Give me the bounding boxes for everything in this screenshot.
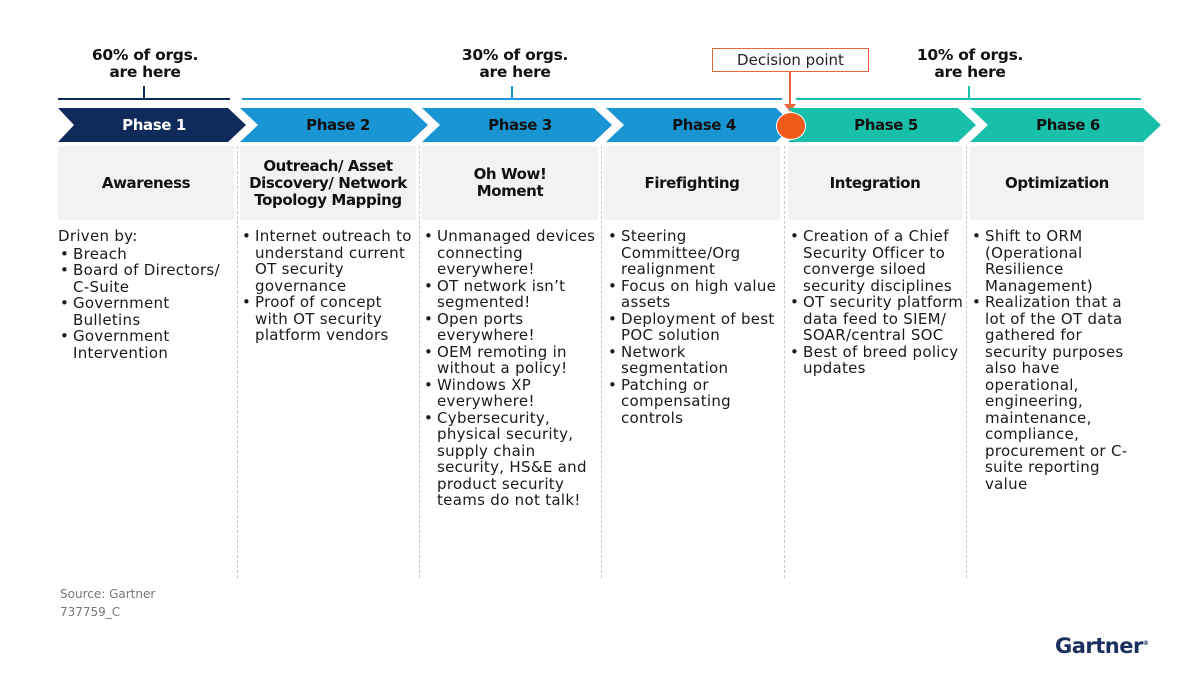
- phase-body-4: Steering Committee/Org realignmentFocus …: [606, 228, 784, 426]
- chevron-phase6: [970, 108, 1161, 142]
- bullet-item: Patching or compensating controls: [606, 376, 784, 427]
- bullet-list: Shift to ORM (Operational Resilience Man…: [970, 228, 1146, 492]
- bullet-item: Open ports everywhere!: [422, 310, 600, 344]
- chevron-phase4: [606, 108, 794, 142]
- phase-title-4: Firefighting: [604, 146, 780, 220]
- phase-label-4: Phase 4: [672, 116, 736, 134]
- bullet-item: Deployment of best POC solution: [606, 310, 784, 344]
- bullet-list: BreachBoard of Directors/ C-SuiteGovernm…: [58, 245, 236, 362]
- source-note: Source: Gartner 737759_C: [60, 585, 155, 621]
- bullet-item: Creation of a Chief Security Officer to …: [788, 228, 964, 294]
- column-divider: [419, 146, 420, 578]
- bullet-item: Board of Directors/ C-Suite: [58, 262, 236, 295]
- phase-label-5: Phase 5: [854, 116, 918, 134]
- bracket-tick-phases5-6: [968, 86, 970, 98]
- bullet-item: OEM remoting in without a policy!: [422, 343, 600, 377]
- bullet-list: Steering Committee/Org realignmentFocus …: [606, 228, 784, 426]
- phase-body-intro: Driven by:: [58, 227, 138, 245]
- bullet-item: Focus on high value assets: [606, 277, 784, 311]
- bullet-item: Cybersecurity, physical security, supply…: [422, 409, 600, 509]
- bullet-list: Creation of a Chief Security Officer to …: [788, 228, 964, 377]
- callout-line2: are here: [479, 63, 551, 81]
- phase-title-1: Awareness: [58, 146, 234, 220]
- phase-title-3: Oh Wow! Moment: [422, 146, 598, 220]
- bullet-item: Internet outreach to understand current …: [240, 228, 418, 294]
- decision-point-marker: [776, 112, 806, 140]
- bullet-list: Unmanaged devices connecting everywhere!…: [422, 228, 600, 509]
- bullet-item: Network segmentation: [606, 343, 784, 377]
- bullet-item: Windows XP everywhere!: [422, 376, 600, 410]
- phase-title-2: Outreach/ Asset Discovery/ Network Topol…: [240, 146, 416, 220]
- phase-body-1: Driven by: BreachBoard of Directors/ C-S…: [58, 228, 236, 361]
- column-divider: [601, 146, 602, 578]
- bracket-phases2-4: [242, 98, 782, 100]
- bullet-item: Government Intervention: [58, 328, 236, 361]
- phase-label-1: Phase 1: [122, 116, 186, 134]
- gartner-logo: Gartner®: [1055, 634, 1149, 658]
- phase-chevrons: [58, 108, 1161, 142]
- callout-line1: 10% of orgs.: [916, 46, 1024, 64]
- bullet-item: Shift to ORM (Operational Resilience Man…: [970, 228, 1146, 294]
- callout-line1: 60% of orgs.: [91, 46, 199, 64]
- column-divider: [784, 146, 785, 578]
- column-divider: [237, 146, 238, 578]
- bullet-item: OT network isn’t segmented!: [422, 277, 600, 311]
- bracket-tick-phases2-4: [511, 86, 513, 98]
- chevron-phase2: [240, 108, 428, 142]
- logo-text: Gartner: [1055, 634, 1143, 658]
- bullet-item: OT security platform data feed to SIEM/ …: [788, 294, 964, 344]
- bullet-item: Government Bulletins: [58, 295, 236, 328]
- bracket-phases5-6: [796, 98, 1141, 100]
- bullet-list: Internet outreach to understand current …: [240, 228, 418, 344]
- chevron-phase5: [788, 108, 976, 142]
- phase-label-6: Phase 6: [1036, 116, 1100, 134]
- bullet-item: Steering Committee/Org realignment: [606, 228, 784, 278]
- source-text: Source: Gartner: [60, 587, 156, 601]
- chevron-phase1: [58, 108, 246, 142]
- bullet-item: Best of breed policy updates: [788, 343, 964, 377]
- bullet-item: Proof of concept with OT security platfo…: [240, 294, 418, 344]
- decision-point-line: [789, 72, 791, 108]
- bracket-tick-phase1: [143, 86, 145, 98]
- callout-phases2-4: 30% of orgs. are here: [425, 47, 605, 81]
- callout-phases5-6: 10% of orgs. are here: [880, 47, 1060, 81]
- phase-body-6: Shift to ORM (Operational Resilience Man…: [970, 228, 1146, 492]
- decision-point-label: Decision point: [712, 48, 869, 72]
- phase-body-5: Creation of a Chief Security Officer to …: [788, 228, 964, 377]
- figure-id: 737759_C: [60, 605, 121, 619]
- callout-line2: are here: [109, 63, 181, 81]
- callout-line2: are here: [934, 63, 1006, 81]
- bullet-item: Realization that a lot of the OT data ga…: [970, 294, 1146, 492]
- phase-title-6: Optimization: [970, 146, 1144, 220]
- chevron-phase3: [422, 108, 612, 142]
- bracket-phase1: [58, 98, 230, 100]
- bullet-item: Breach: [58, 245, 236, 263]
- column-divider: [966, 146, 967, 578]
- bullet-item: Unmanaged devices connecting everywhere!: [422, 228, 600, 278]
- phase-label-3: Phase 3: [488, 116, 552, 134]
- callout-line1: 30% of orgs.: [461, 46, 569, 64]
- phase-body-3: Unmanaged devices connecting everywhere!…: [422, 228, 600, 509]
- phase-body-2: Internet outreach to understand current …: [240, 228, 418, 344]
- phase-label-2: Phase 2: [306, 116, 370, 134]
- callout-phase1: 60% of orgs. are here: [60, 47, 230, 81]
- registered-mark-icon: ®: [1142, 640, 1149, 647]
- phase-title-5: Integration: [788, 146, 962, 220]
